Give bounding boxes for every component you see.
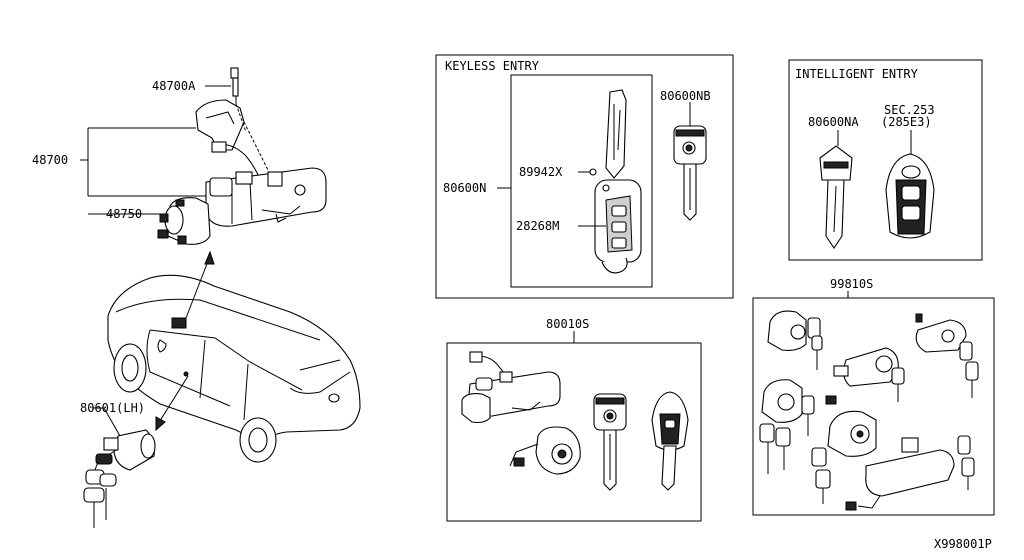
part-80600NB-key	[673, 102, 707, 221]
diagram-reference-id: X998001P	[934, 537, 992, 551]
label-48700: 48700	[32, 153, 68, 167]
intelligent-entry-box: INTELLIGENT ENTRY 80600NA SEC.253 (285E3…	[788, 59, 983, 261]
set-80010S-box: 80010S	[446, 317, 702, 522]
keyless-entry-box: KEYLESS ENTRY	[435, 54, 734, 299]
part-80601-door-lock: 80601(LH)	[80, 401, 156, 528]
part-28268M-remote	[578, 179, 642, 274]
part-80600NA-key	[819, 130, 853, 249]
arrow-to-ignition	[185, 255, 211, 319]
label-285E3: (285E3)	[881, 115, 932, 129]
part-intelligent-key-fob	[885, 130, 935, 239]
intelligent-entry-title: INTELLIGENT ENTRY	[795, 67, 919, 81]
part-48750-key-cylinder	[157, 197, 211, 245]
cylinder-set-item	[915, 313, 979, 398]
label-80601: 80601(LH)	[80, 401, 145, 415]
label-28268M: 28268M	[516, 219, 559, 233]
label-80600NA: 80600NA	[808, 115, 859, 129]
label-80010S: 80010S	[546, 317, 589, 331]
cylinder-set-item	[767, 310, 823, 370]
ignition-assembly: 48700A 48700 48750	[32, 67, 327, 245]
label-48750: 48750	[106, 207, 142, 221]
cylinder-set-item	[759, 379, 837, 474]
cylinder-set-item	[833, 347, 905, 402]
car-body	[107, 274, 361, 443]
part-48700-lock-body	[205, 167, 327, 227]
keyless-entry-title: KEYLESS ENTRY	[445, 59, 540, 73]
car-illustration	[107, 250, 361, 463]
label-48700A: 48700A	[152, 79, 196, 93]
part-48700A-pin	[230, 67, 239, 104]
cylinder-set-item	[811, 410, 877, 504]
label-80600NB: 80600NB	[660, 89, 711, 103]
cylinder-set-item	[845, 435, 975, 511]
set-99810S-box: 99810S	[752, 277, 995, 516]
label-SEC253: SEC.253	[884, 103, 935, 117]
arrow-to-door-lock	[157, 375, 189, 425]
part-80600N-group	[510, 74, 653, 288]
label-80600N: 80600N	[443, 181, 486, 195]
part-89942X-key-blade	[578, 89, 627, 179]
label-99810S: 99810S	[830, 277, 873, 291]
label-89942X: 89942X	[519, 165, 563, 179]
